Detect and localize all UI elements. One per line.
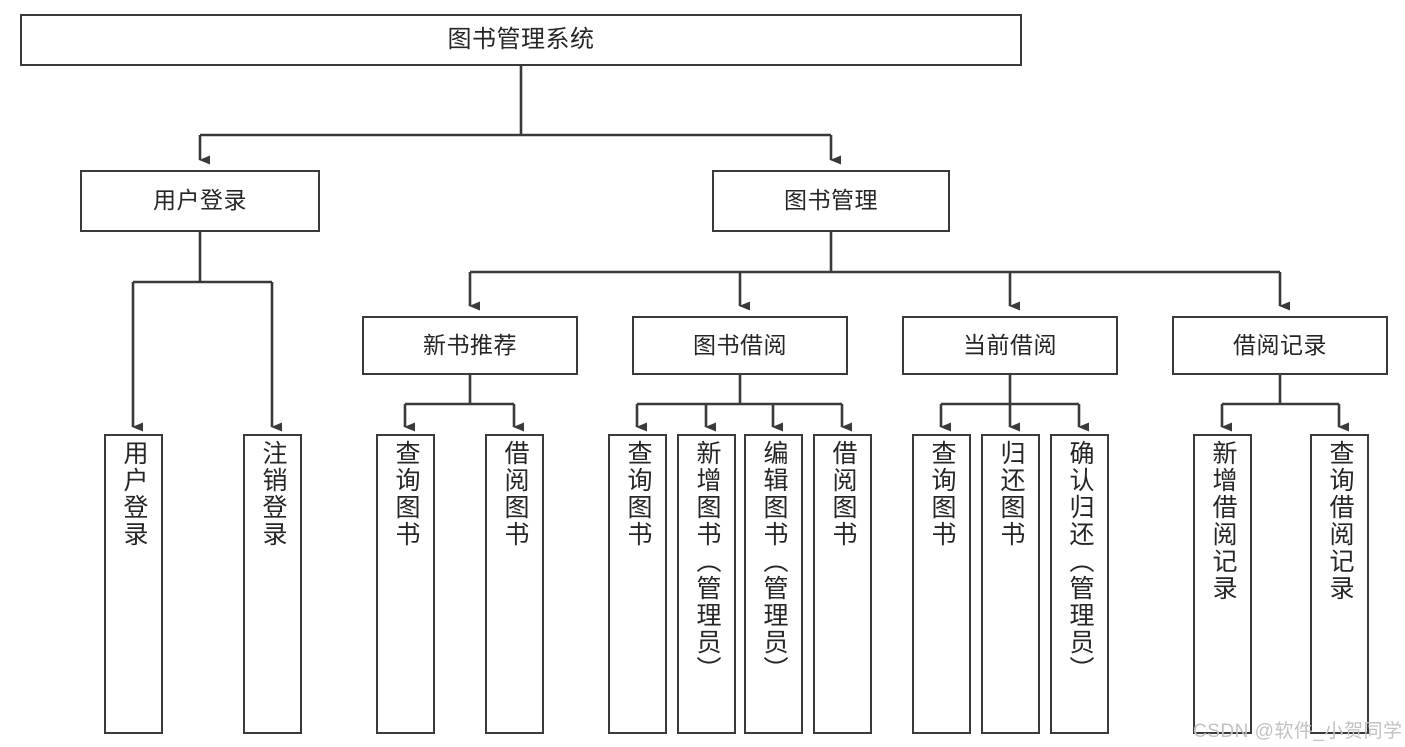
node-label: 图书管理系统 — [447, 25, 595, 53]
leaf-current-borrow-return-book[interactable]: 归还图书 — [981, 434, 1040, 734]
node-label: 借阅图书 — [829, 440, 857, 548]
leaf-book-borrow-borrow-book[interactable]: 借阅图书 — [813, 434, 872, 734]
node-label: 查询借阅记录 — [1326, 440, 1354, 602]
leaf-user-login-login[interactable]: 用户登录 — [104, 434, 163, 734]
node-label: 借阅图书 — [501, 440, 529, 548]
node-label: 归还图书 — [997, 440, 1025, 548]
leaf-current-borrow-query-book[interactable]: 查询图书 — [912, 434, 971, 734]
leaf-borrow-record-add-record[interactable]: 新增借阅记录 — [1193, 434, 1252, 734]
node-label: 用户登录 — [120, 440, 148, 548]
leaf-borrow-record-query-record[interactable]: 查询借阅记录 — [1310, 434, 1369, 734]
node-label: 新增图书（管理员） — [693, 440, 721, 683]
node-current-borrow[interactable]: 当前借阅 — [902, 316, 1118, 375]
leaf-book-borrow-query-book[interactable]: 查询图书 — [608, 434, 667, 734]
leaf-new-book-borrow-book[interactable]: 借阅图书 — [485, 434, 544, 734]
leaf-user-login-logout[interactable]: 注销登录 — [243, 434, 302, 734]
leaf-current-borrow-confirm-return-admin[interactable]: 确认归还（管理员） — [1050, 434, 1109, 734]
leaf-book-borrow-add-book-admin[interactable]: 新增图书（管理员） — [677, 434, 736, 734]
node-label: 用户登录 — [153, 187, 247, 214]
node-label: 确认归还（管理员） — [1066, 440, 1094, 683]
node-user-login[interactable]: 用户登录 — [80, 170, 320, 232]
node-label: 新增借阅记录 — [1209, 440, 1237, 602]
leaf-book-borrow-edit-book-admin[interactable]: 编辑图书（管理员） — [744, 434, 803, 734]
node-root-book-management-system[interactable]: 图书管理系统 — [20, 14, 1022, 66]
node-label: 借阅记录 — [1233, 331, 1327, 358]
node-label: 图书管理 — [784, 187, 878, 214]
csdn-watermark: CSDN @软件_小贺同学 — [1193, 721, 1403, 742]
node-borrow-record[interactable]: 借阅记录 — [1172, 316, 1388, 375]
node-label: 查询图书 — [624, 440, 652, 548]
node-label: 新书推荐 — [423, 331, 517, 358]
node-label: 当前借阅 — [963, 331, 1057, 358]
node-book-borrow[interactable]: 图书借阅 — [632, 316, 848, 375]
node-book-management[interactable]: 图书管理 — [712, 170, 950, 232]
node-label: 图书借阅 — [693, 331, 787, 358]
node-new-book-recommend[interactable]: 新书推荐 — [362, 316, 578, 375]
node-label: 查询图书 — [392, 440, 420, 548]
node-label: 编辑图书（管理员） — [760, 440, 788, 683]
node-label: 注销登录 — [259, 440, 287, 548]
leaf-new-book-query-book[interactable]: 查询图书 — [376, 434, 435, 734]
node-label: 查询图书 — [928, 440, 956, 548]
